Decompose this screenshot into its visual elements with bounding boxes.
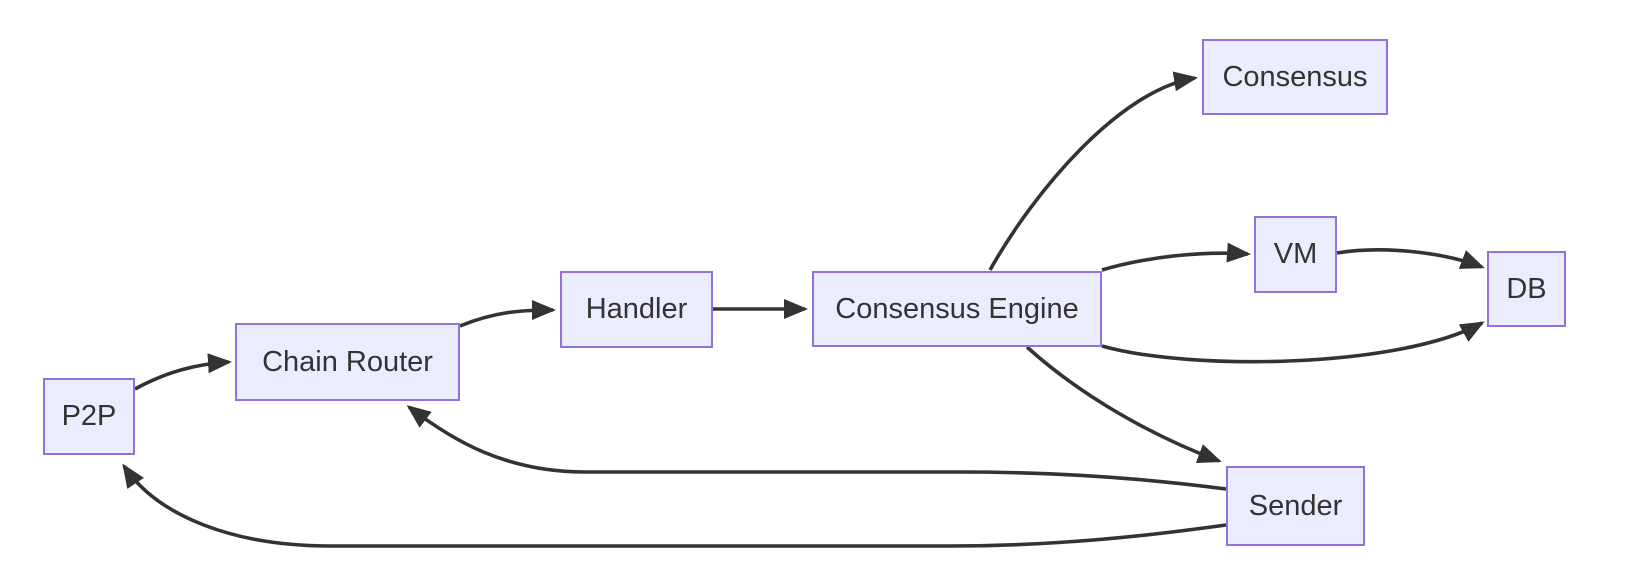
node-chain-router: Chain Router <box>235 323 460 401</box>
node-sender: Sender <box>1226 466 1365 546</box>
node-db-label: DB <box>1506 272 1547 305</box>
edge-vm-to-db <box>1336 248 1485 269</box>
node-consensus-engine: Consensus Engine <box>812 271 1102 347</box>
edge-sender-to-chain-router <box>406 405 1227 491</box>
edge-chain-router-to-handler <box>459 300 556 328</box>
node-handler: Handler <box>560 271 713 348</box>
edge-consensus-engine-to-consensus <box>988 71 1198 271</box>
node-consensus-label: Consensus <box>1222 60 1368 93</box>
node-sender-label: Sender <box>1248 489 1343 522</box>
node-vm-label: VM <box>1273 238 1318 270</box>
node-p2p: P2P <box>43 378 135 455</box>
node-consensus-engine-label: Consensus Engine <box>835 292 1079 325</box>
edge-consensus-engine-to-vm <box>1101 242 1251 272</box>
node-db: DB <box>1487 251 1566 327</box>
node-p2p-label: P2P <box>61 400 117 432</box>
edge-consensus-engine-to-sender <box>1025 345 1222 463</box>
edge-consensus-engine-to-db <box>1101 321 1485 364</box>
node-handler-label: Handler <box>585 293 688 325</box>
node-chain-router-label: Chain Router <box>262 345 433 378</box>
edge-p2p-to-chain-router <box>134 353 232 391</box>
edge-sender-to-p2p <box>122 463 1227 548</box>
node-consensus: Consensus <box>1202 39 1388 115</box>
node-vm: VM <box>1254 216 1337 293</box>
